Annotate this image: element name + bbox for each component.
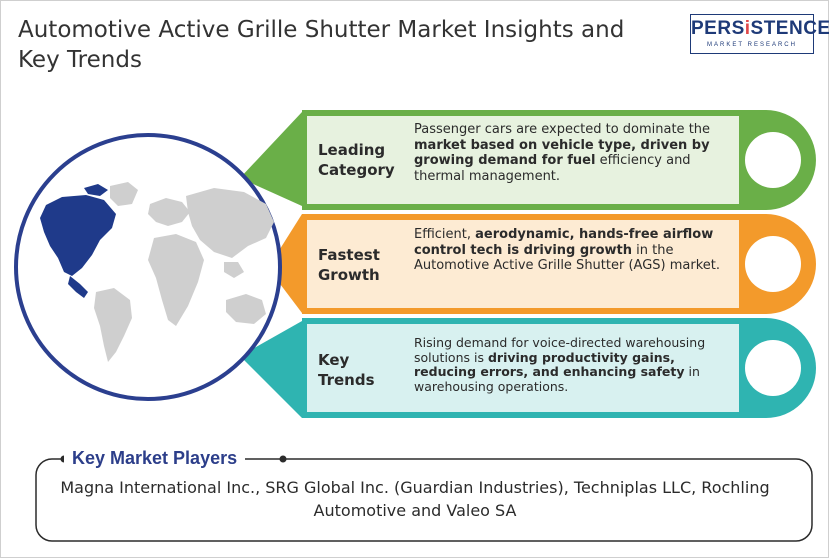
logo-tagline: MARKET RESEARCH [707, 42, 797, 48]
fastest-ring [745, 236, 801, 292]
key-market-players-list: Magna International Inc., SRG Global Inc… [60, 478, 770, 520]
fastest-connector [268, 214, 302, 313]
page-title: Automotive Active Grille Shutter Market … [18, 17, 625, 73]
trends-card [307, 324, 739, 412]
leading-ring [745, 132, 801, 188]
players-dot-right [279, 455, 287, 463]
key-trends-label: Key Trends [318, 351, 375, 389]
trends-ring [745, 340, 801, 396]
fastest-growth-label: Fastest Growth [318, 246, 380, 284]
leading-category-label: Leading Category [318, 141, 395, 179]
persistence-logo: PERSiSTENCE MARKET RESEARCH [690, 14, 829, 54]
fastest-growth-text: Efficient, aerodynamic, hands-free airfl… [414, 227, 720, 273]
key-trends-text: Rising demand for voice-directed warehou… [414, 335, 706, 394]
trends-connector [240, 321, 302, 418]
fastest-card [307, 220, 739, 308]
leading-category-text: Passenger cars are expected to dominate … [414, 122, 711, 184]
logo-wordmark: PERSiSTENCE [691, 18, 829, 39]
key-market-players-heading: Key Market Players [64, 446, 246, 470]
leading-connector [240, 112, 302, 206]
leading-card [307, 116, 739, 204]
players-box [35, 458, 813, 542]
world-map-icon [40, 182, 274, 362]
